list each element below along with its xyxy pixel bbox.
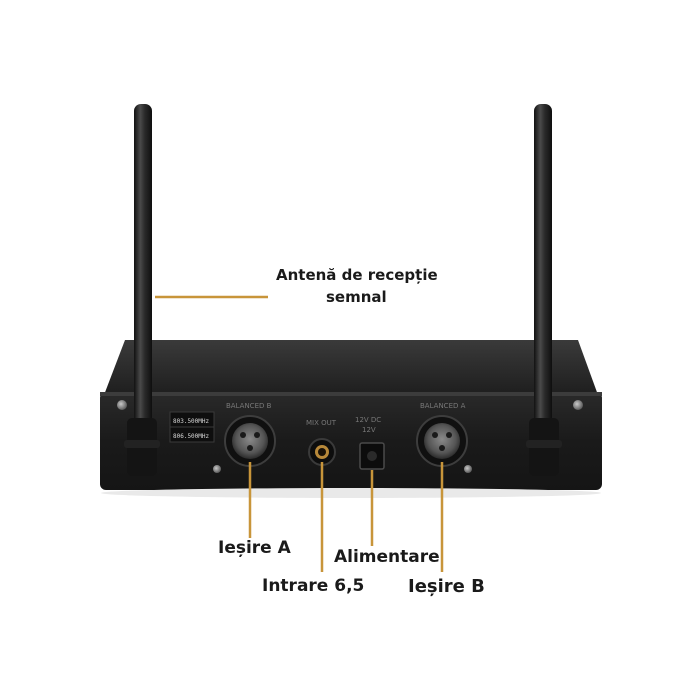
- power-callout: Alimentare: [334, 547, 440, 567]
- port-b-label: BALANCED B: [226, 402, 272, 410]
- antenna-right: [526, 104, 562, 476]
- power-label-2: 12V: [362, 426, 376, 434]
- screw: [117, 400, 127, 410]
- dc-power-socket: 12V DC 12V: [355, 416, 385, 470]
- frequency-sticker: 803.500MHz 806.500MHz: [169, 411, 215, 443]
- input-65-callout: Intrare 6,5: [262, 576, 365, 596]
- callout-lines: [155, 295, 444, 572]
- screw: [573, 400, 583, 410]
- output-a-callout: Ieșire A: [218, 538, 291, 558]
- frequency-label-1: 803.500MHz: [173, 418, 210, 425]
- screw: [213, 465, 221, 473]
- jack-label: MIX OUT: [306, 419, 337, 427]
- screws: [117, 400, 583, 473]
- port-a-label: BALANCED A: [420, 402, 466, 410]
- receiver-top-surface: [104, 340, 598, 395]
- output-b-callout: Ieșire B: [408, 576, 485, 597]
- antenna-left: [124, 104, 160, 476]
- receiver-front-panel: [100, 392, 602, 490]
- xlr-port-a: BALANCED A: [416, 402, 468, 467]
- power-label-1: 12V DC: [355, 416, 381, 424]
- antenna-callout-line-1: Antenă de recepție: [276, 266, 438, 284]
- screw: [464, 465, 472, 473]
- xlr-port-b: BALANCED B: [224, 402, 276, 467]
- frequency-label-2: 806.500MHz: [173, 433, 210, 440]
- receiver-body: [100, 340, 602, 498]
- antenna-callout-line-2: semnal: [326, 288, 387, 306]
